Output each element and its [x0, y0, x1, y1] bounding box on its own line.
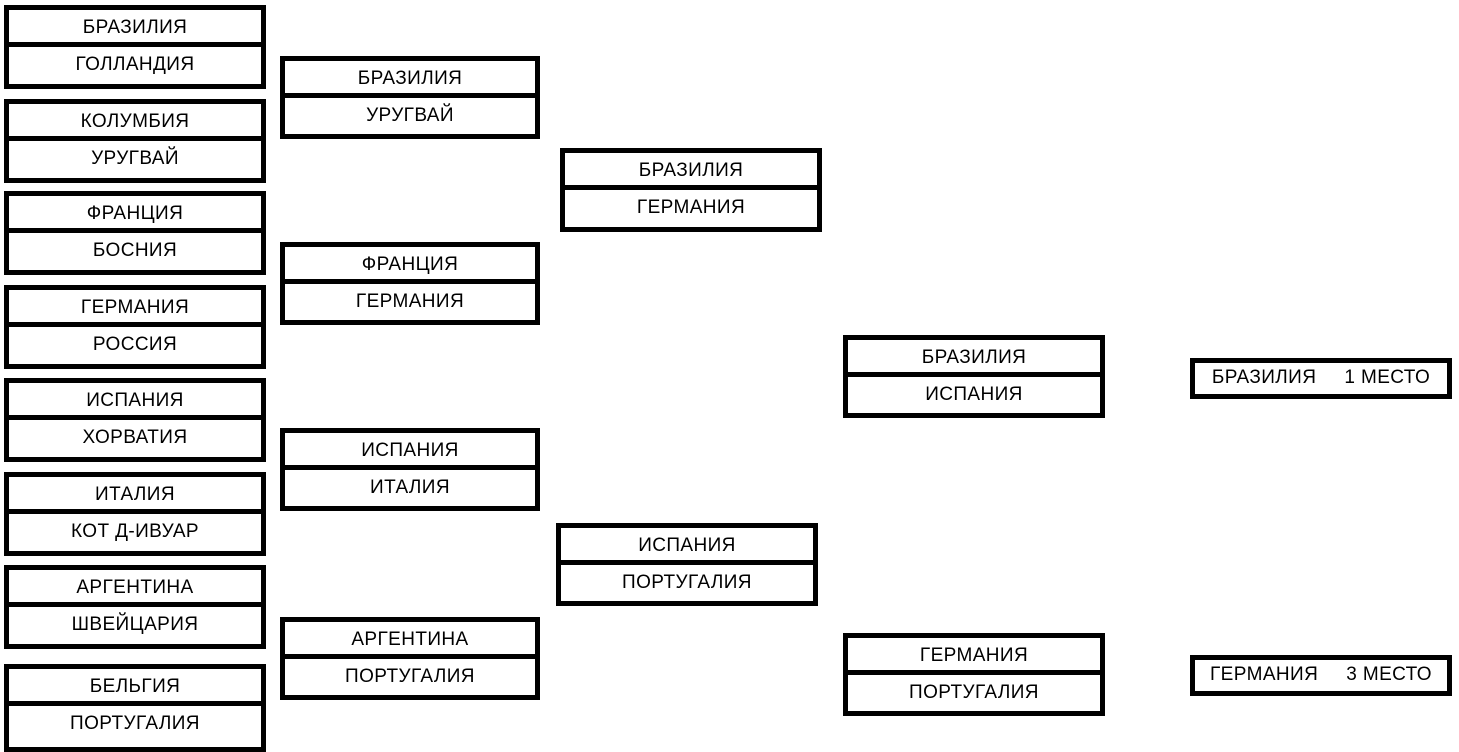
standing-row: БРАЗИЛИЯ 1 МЕСТО [1195, 363, 1447, 393]
match-slot-bottom: КОТ Д-ИВУАР [71, 521, 199, 542]
match-slot-top: ИСПАНИЯ [9, 383, 261, 420]
match-box-quarter-finals-4: АРГЕНТИНА ПОРТУГАЛИЯ [280, 617, 540, 700]
match-box-standings-2: ГЕРМАНИЯ 3 МЕСТО [1190, 655, 1452, 696]
match-slot-bottom: ПОРТУГАЛИЯ [70, 713, 200, 734]
match-box-quarter-finals-1: БРАЗИЛИЯ УРУГВАЙ [280, 56, 540, 139]
match-slot-top: БРАЗИЛИЯ [565, 153, 817, 190]
standing-place-label: 1 МЕСТО [1344, 367, 1431, 388]
match-slot-bottom: ПОРТУГАЛИЯ [345, 666, 475, 687]
match-slot-top: ФРАНЦИЯ [9, 196, 261, 233]
match-slot-bottom: ГОЛЛАНДИЯ [75, 54, 195, 75]
standing-row: ГЕРМАНИЯ 3 МЕСТО [1195, 660, 1447, 690]
match-box-semi-finals-1: БРАЗИЛИЯ ГЕРМАНИЯ [560, 148, 822, 232]
match-slot-top: ГЕРМАНИЯ [848, 638, 1100, 675]
match-slot-top: АРГЕНТИНА [285, 622, 535, 659]
match-slot-top: БЕЛЬГИЯ [9, 669, 261, 706]
match-slot-top: ФРАНЦИЯ [285, 247, 535, 284]
match-box-round-of-16-3: ФРАНЦИЯ БОСНИЯ [4, 191, 266, 275]
match-slot-bottom: ИСПАНИЯ [925, 384, 1023, 405]
match-box-semi-finals-2: ИСПАНИЯ ПОРТУГАЛИЯ [556, 523, 818, 606]
standing-team-name: ГЕРМАНИЯ [1209, 664, 1319, 685]
match-slot-bottom: ИТАЛИЯ [370, 477, 450, 498]
standing-place-label: 3 МЕСТО [1346, 664, 1432, 685]
match-slot-top: ИТАЛИЯ [9, 477, 261, 514]
match-box-round-of-16-4: ГЕРМАНИЯ РОССИЯ [4, 285, 266, 369]
match-slot-top: АРГЕНТИНА [9, 570, 261, 607]
match-slot-bottom: ШВЕЙЦАРИЯ [71, 614, 199, 635]
match-box-round-of-16-1: БРАЗИЛИЯ ГОЛЛАНДИЯ [4, 5, 266, 89]
match-slot-bottom: ПОРТУГАЛИЯ [909, 682, 1039, 703]
match-slot-bottom: ХОРВАТИЯ [82, 427, 188, 448]
match-slot-top: БРАЗИЛИЯ [9, 10, 261, 47]
match-box-finals-1: БРАЗИЛИЯ ИСПАНИЯ [843, 335, 1105, 418]
match-slot-bottom: УРУГВАЙ [366, 105, 454, 126]
match-box-round-of-16-2: КОЛУМБИЯ УРУГВАЙ [4, 99, 266, 183]
match-box-round-of-16-7: АРГЕНТИНА ШВЕЙЦАРИЯ [4, 565, 266, 649]
match-slot-top: ГЕРМАНИЯ [9, 290, 261, 327]
match-box-quarter-finals-3: ИСПАНИЯ ИТАЛИЯ [280, 428, 540, 511]
match-box-finals-2: ГЕРМАНИЯ ПОРТУГАЛИЯ [843, 633, 1105, 716]
match-slot-top: БРАЗИЛИЯ [285, 61, 535, 98]
match-slot-top: КОЛУМБИЯ [9, 104, 261, 141]
match-slot-bottom: ГЕРМАНИЯ [355, 291, 465, 312]
match-slot-top: ИСПАНИЯ [561, 528, 813, 565]
match-slot-bottom: БОСНИЯ [92, 240, 178, 261]
match-slot-bottom: ПОРТУГАЛИЯ [622, 572, 752, 593]
standing-team-name: БРАЗИЛИЯ [1211, 367, 1317, 388]
match-slot-bottom: ГЕРМАНИЯ [636, 197, 746, 218]
match-box-round-of-16-6: ИТАЛИЯ КОТ Д-ИВУАР [4, 472, 266, 556]
match-slot-bottom: РОССИЯ [92, 334, 178, 355]
match-box-round-of-16-5: ИСПАНИЯ ХОРВАТИЯ [4, 378, 266, 462]
match-slot-top: ИСПАНИЯ [285, 433, 535, 470]
match-slot-bottom: УРУГВАЙ [91, 148, 179, 169]
match-box-standings-1: БРАЗИЛИЯ 1 МЕСТО [1190, 358, 1452, 399]
match-slot-top: БРАЗИЛИЯ [848, 340, 1100, 377]
match-box-quarter-finals-2: ФРАНЦИЯ ГЕРМАНИЯ [280, 242, 540, 325]
match-box-round-of-16-8: БЕЛЬГИЯ ПОРТУГАЛИЯ [4, 664, 266, 752]
